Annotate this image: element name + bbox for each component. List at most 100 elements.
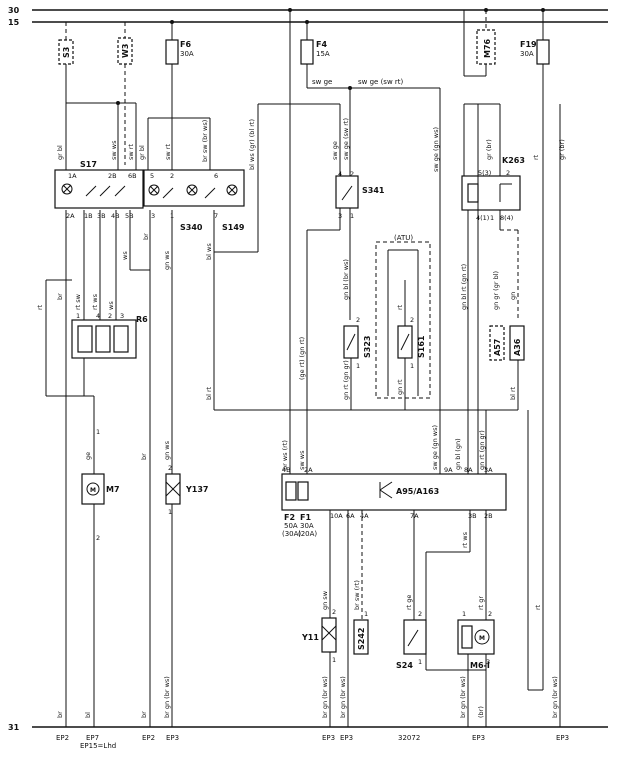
S17-switch: S17 gr bl sw ws sw rt 1A 2B 6B 2A 1B 3B …	[54, 101, 144, 220]
svg-text:sw ge: sw ge	[331, 141, 339, 160]
S17-box	[54, 169, 144, 209]
svg-text:1: 1	[364, 610, 368, 618]
svg-text:bl ws: bl ws	[205, 243, 213, 260]
svg-text:2A: 2A	[304, 466, 313, 474]
svg-text:6A: 6A	[346, 512, 355, 520]
svg-text:br: br	[56, 711, 64, 718]
ground-labels: EP2 EP7 EP15=Lhd EP2 EP3 EP3 EP3 32072 E…	[56, 734, 569, 750]
svg-text:gn ws: gn ws	[163, 250, 171, 270]
A57-box	[489, 325, 505, 361]
svg-text:2: 2	[170, 172, 174, 180]
svg-text:sw ge (sw rt): sw ge (sw rt)	[342, 118, 350, 160]
A36-label: A36	[513, 338, 522, 356]
ground-EP3-c: EP3	[340, 734, 353, 742]
A95-label: A95/A163	[396, 487, 439, 496]
svg-text:gn: gn	[509, 292, 517, 300]
svg-text:3: 3	[486, 658, 490, 666]
svg-text:2: 2	[410, 316, 414, 324]
rail-30-label: 30	[8, 6, 20, 15]
A95-control-unit: A95/A163 4B 2A 9A 8A 3A 10A 6A 4A 7A 3B …	[281, 466, 507, 538]
svg-text:10A: 10A	[330, 512, 343, 520]
ground-EP2-b: EP2	[142, 734, 155, 742]
S341-switch: 4 2 3 1 S341 sw ge sw ge (sw rt) bl ws (…	[214, 103, 440, 320]
svg-text:gr bl: gr bl	[56, 145, 64, 160]
wire-sw-ge-top: sw ge	[312, 78, 332, 86]
S149-label: S149	[222, 223, 245, 232]
svg-text:gn sw: gn sw	[321, 590, 329, 610]
svg-text:1: 1	[462, 610, 466, 618]
lower-components: Y11 2 1 gn sw br gn (br ws) br gn (br ws…	[301, 104, 561, 727]
rail-31-label: 31	[8, 723, 20, 732]
svg-text:br sw (rt): br sw (rt)	[353, 580, 361, 610]
svg-text:sw rt: sw rt	[127, 144, 135, 160]
F6-label: F6	[180, 40, 191, 49]
A57-label: A57	[493, 339, 502, 356]
svg-text:7: 7	[214, 212, 218, 220]
S3-label: S3	[62, 47, 71, 58]
svg-text:ws: ws	[107, 301, 115, 310]
svg-text:M: M	[90, 487, 96, 494]
svg-text:5: 5	[150, 172, 154, 180]
ground-EP3-e: EP3	[556, 734, 569, 742]
S341-box	[335, 175, 359, 209]
F19-label: F19	[520, 40, 537, 49]
svg-text:gn bl (gn): gn bl (gn)	[454, 438, 462, 470]
svg-text:rt ws: rt ws	[91, 293, 99, 310]
K263-relay: K263 5(3) 2 4(1) 1 8(4) gr (br) rt gr (b…	[461, 103, 566, 320]
svg-text:gr bl: gr bl	[138, 145, 146, 160]
svg-text:2A: 2A	[66, 212, 75, 220]
svg-text:1B: 1B	[84, 212, 93, 220]
svg-text:1A: 1A	[68, 172, 77, 180]
F4-rating: 15A	[316, 50, 330, 58]
svg-text:3: 3	[120, 312, 124, 320]
svg-text:br gn (br ws): br gn (br ws)	[163, 676, 171, 718]
Y11-label: Y11	[301, 633, 319, 642]
F19-fuse	[536, 39, 550, 65]
S24-label: S24	[396, 661, 413, 670]
A57-A36-sensors: A57 A36 bl rt	[489, 325, 525, 410]
svg-text:1: 1	[350, 212, 354, 220]
Y137-label: Y137	[185, 485, 209, 494]
svg-text:bl rt: bl rt	[205, 386, 213, 400]
A95-feeds: br ws (rt) (ge rt) (gn rt) sw ws sw ge (…	[281, 10, 487, 474]
svg-text:2: 2	[488, 610, 492, 618]
svg-text:br gn (br ws): br gn (br ws)	[459, 676, 467, 718]
R6-label: R6	[136, 315, 148, 324]
svg-text:br: br	[142, 233, 150, 240]
svg-text:3B: 3B	[97, 212, 106, 220]
svg-text:sw ws: sw ws	[298, 450, 306, 470]
W3-label: W3	[121, 44, 130, 58]
S161-label: S161	[417, 335, 426, 358]
svg-text:2: 2	[506, 169, 510, 177]
svg-text:M: M	[479, 635, 485, 642]
S340-S149-switch: 5 2 6 3 1 7 S340 S149 gr bl sw rt br sw …	[138, 117, 245, 232]
svg-text:sw ge (gn ws): sw ge (gn ws)	[431, 425, 439, 470]
svg-text:1: 1	[356, 362, 360, 370]
ground-EP3-a: EP3	[166, 734, 179, 742]
svg-text:6: 6	[214, 172, 218, 180]
S340-label: S340	[180, 223, 203, 232]
svg-text:rt: rt	[396, 304, 404, 310]
ground-EP3-d: EP3	[472, 734, 485, 742]
svg-text:4A: 4A	[360, 512, 369, 520]
svg-text:1: 1	[332, 656, 336, 664]
svg-text:5B: 5B	[125, 212, 134, 220]
svg-text:2: 2	[96, 534, 100, 542]
S323-S161-switches: (ATU) S323 2 1 S161 2 1 gn bl (br ws) rt…	[342, 234, 517, 410]
K263-label: K263	[502, 156, 525, 165]
svg-text:(20A): (20A)	[298, 530, 317, 538]
svg-text:30A: 30A	[300, 522, 314, 530]
svg-text:rt: rt	[36, 304, 44, 310]
wire-sw-ge-sw-rt-top: sw ge (sw rt)	[358, 78, 404, 86]
svg-text:rt ge: rt ge	[405, 595, 413, 610]
svg-text:br: br	[56, 293, 64, 300]
svg-text:rt sw: rt sw	[74, 293, 82, 310]
M6-label: M6-I	[470, 661, 490, 670]
svg-text:br sw (br ws): br sw (br ws)	[201, 120, 209, 162]
svg-text:sw ge (gn ws): sw ge (gn ws)	[432, 127, 440, 172]
svg-text:5(3): 5(3)	[478, 169, 491, 177]
Y11-box	[321, 617, 337, 653]
svg-text:8(4): 8(4)	[500, 214, 513, 222]
Y137-valve: Y137 2 1 gn ws gn ws br br gn (br ws) br…	[56, 210, 518, 727]
F4-fuse	[300, 39, 314, 65]
